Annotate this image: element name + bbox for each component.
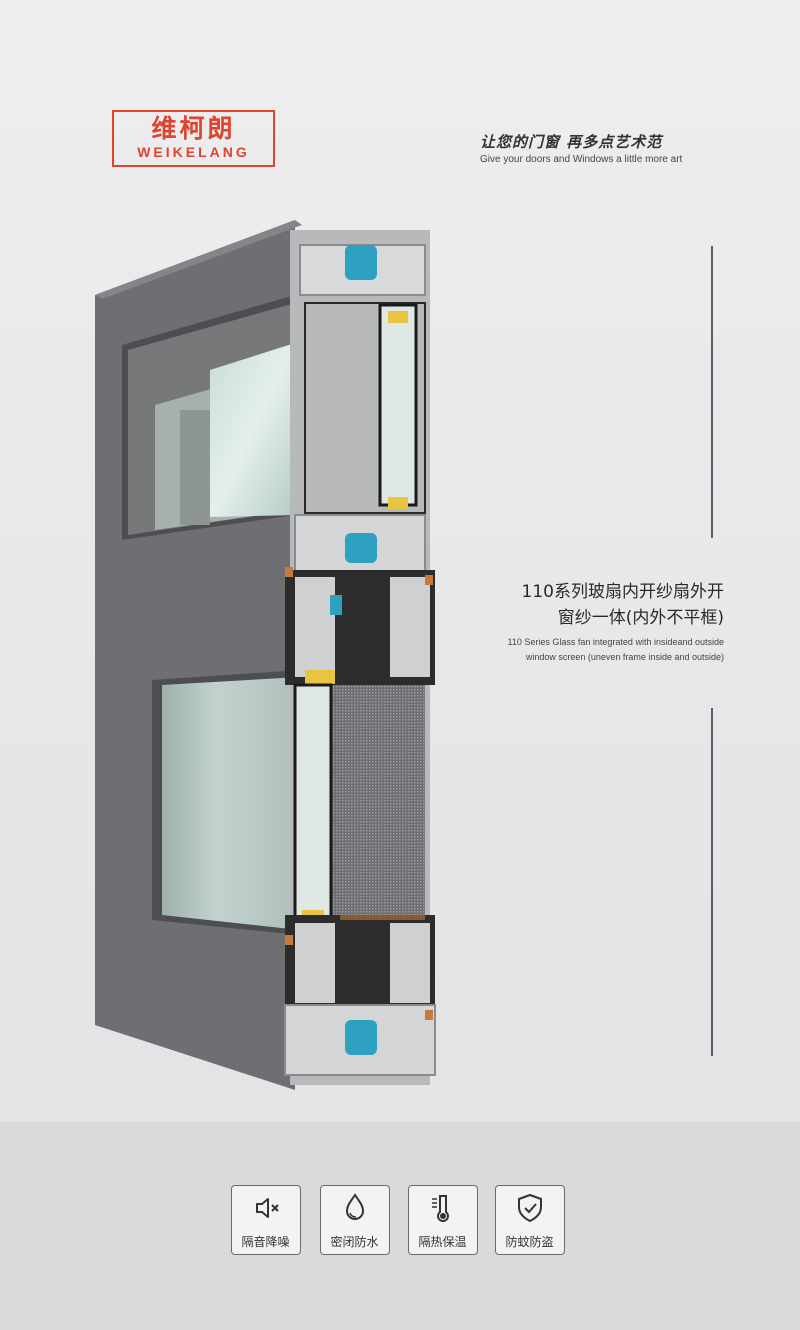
slogan-en: Give your doors and Windows a little mor… (480, 154, 683, 165)
divider-line-top (711, 246, 713, 538)
feature-security: 防蚊防盗 (495, 1185, 565, 1255)
slogan-cn: 让您的门窗 再多点艺术范 (480, 133, 663, 151)
product-desc-en-line1: 110 Series Glass fan integrated with ins… (507, 637, 724, 647)
feature-list: 隔音降噪 密闭防水 隔热保温 防蚊防盗 (0, 1185, 800, 1255)
sound-mute-icon (232, 1191, 299, 1231)
window-profile-illustration (95, 220, 436, 1090)
product-description: 110系列玻扇内开纱扇外开 窗纱一体(内外不平框) 110 Series Gla… (364, 579, 724, 665)
product-title-line2: 窗纱一体(内外不平框) (557, 608, 724, 628)
product-title-line1: 110系列玻扇内开纱扇外开 (521, 582, 724, 602)
shield-check-icon (496, 1191, 563, 1231)
feature-label: 密闭防水 (330, 1235, 379, 1249)
feature-insulation: 隔热保温 (408, 1185, 478, 1255)
feature-label: 防蚊防盗 (505, 1235, 554, 1249)
slogan: 让您的门窗 再多点艺术范 Give your doors and Windows… (480, 132, 720, 168)
feature-label: 隔音降噪 (241, 1235, 290, 1249)
brand-logo: 维柯朗 WEIKELANG (112, 110, 275, 167)
brand-name-en: WEIKELANG (137, 144, 250, 160)
brand-name-cn: 维柯朗 (151, 114, 236, 143)
feature-soundproof: 隔音降噪 (231, 1185, 301, 1255)
product-desc-en-line2: window screen (uneven frame inside and o… (525, 652, 724, 662)
bottom-band (0, 1122, 800, 1330)
divider-line-bottom (711, 708, 713, 1056)
water-drop-icon (321, 1191, 388, 1231)
thermometer-icon (409, 1191, 476, 1231)
product-desc-en: 110 Series Glass fan integrated with ins… (364, 635, 724, 665)
feature-waterproof: 密闭防水 (320, 1185, 390, 1255)
feature-label: 隔热保温 (418, 1235, 467, 1249)
